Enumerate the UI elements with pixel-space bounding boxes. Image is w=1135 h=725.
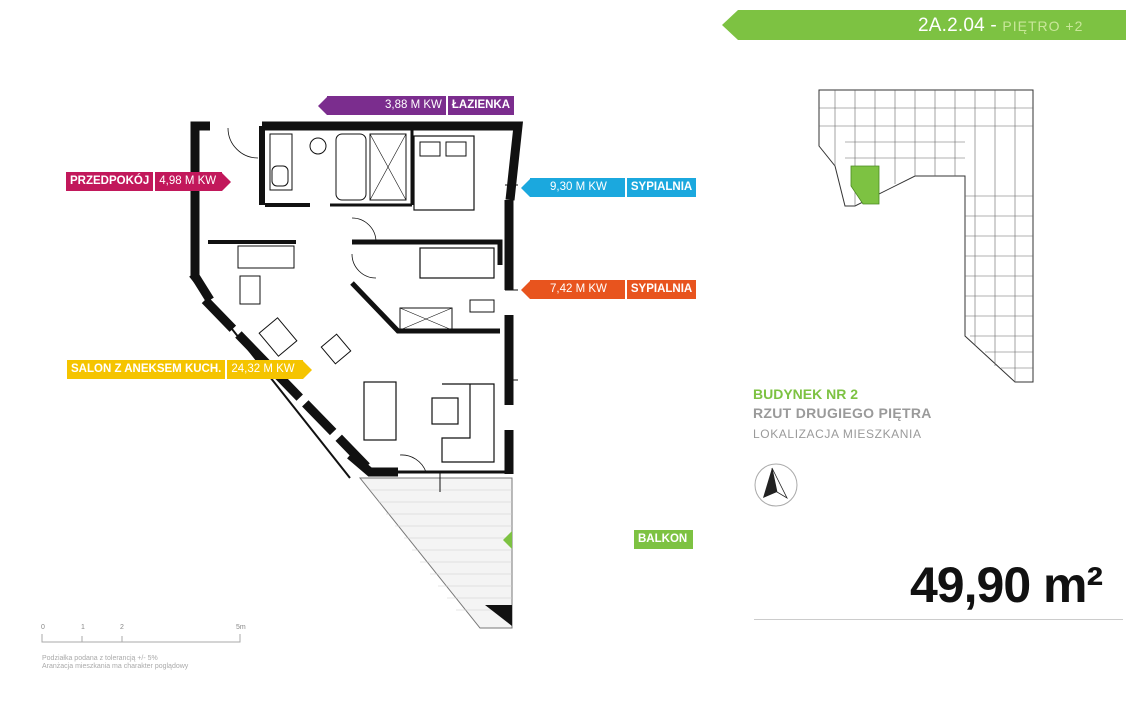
label-separator bbox=[624, 178, 627, 197]
room-label-lazienka: 3,88 M KW ŁAZIENKA bbox=[318, 96, 515, 115]
room-area: 3,88 M KW bbox=[327, 96, 446, 115]
north-arrow-icon bbox=[754, 463, 798, 507]
scale-tick-1: 1 bbox=[81, 624, 85, 631]
tolerance-note: Podziałka podana z tolerancją +/- 5% bbox=[42, 655, 158, 662]
header-tag-shape bbox=[722, 10, 1126, 40]
label-separator bbox=[225, 360, 228, 379]
scale-tick-2: 2 bbox=[120, 624, 124, 631]
label-separator bbox=[632, 530, 634, 549]
label-separator bbox=[153, 172, 156, 191]
scale-tick-5m: 5m bbox=[236, 624, 246, 631]
room-label-przedpokoj: PRZEDPOKÓJ 4,98 M KW bbox=[66, 172, 232, 191]
room-label-sypialnia-1: 9,30 M KW SYPIALNIA bbox=[521, 178, 697, 197]
unit-header-text: 2A.2.04 - PIĘTRO +2 bbox=[918, 15, 1083, 37]
total-area: 49,90 m² bbox=[910, 557, 1103, 613]
building-subtitle: RZUT DRUGIEGO PIĘTRA bbox=[753, 405, 932, 421]
room-area: 24,32 M KW bbox=[227, 360, 303, 379]
label-arrow bbox=[318, 96, 327, 115]
room-area: 9,30 M KW bbox=[530, 178, 625, 197]
unit-code: 2A.2.04 bbox=[918, 15, 985, 36]
room-label-sypialnia-2: 7,42 M KW SYPIALNIA bbox=[521, 280, 697, 299]
apartment-floor-plan bbox=[189, 121, 524, 629]
label-arrow bbox=[222, 172, 232, 191]
building-key-plan bbox=[818, 89, 1034, 383]
room-area: 4,98 M KW bbox=[155, 172, 223, 191]
unit-dash: - bbox=[990, 15, 997, 36]
label-separator bbox=[624, 280, 627, 299]
floor-label: PIĘTRO +2 bbox=[1002, 18, 1084, 34]
room-name: SYPIALNIA bbox=[626, 280, 697, 299]
area-divider bbox=[754, 619, 1123, 620]
unit-header-tag: 2A.2.04 - PIĘTRO +2 bbox=[722, 10, 1126, 40]
room-name: SALON Z ANEKSEM KUCH. bbox=[67, 360, 226, 379]
arrangement-note: Aranżacja mieszkania ma charakter pogląd… bbox=[42, 663, 189, 670]
scale-bar bbox=[41, 634, 241, 643]
building-caption: LOKALIZACJA MIESZKANIA bbox=[753, 427, 922, 441]
room-name: SYPIALNIA bbox=[626, 178, 697, 197]
label-arrow bbox=[302, 360, 312, 379]
room-name: PRZEDPOKÓJ bbox=[66, 172, 154, 191]
room-name: ŁAZIENKA bbox=[447, 96, 515, 115]
label-arrow bbox=[503, 530, 512, 549]
label-arrow bbox=[521, 280, 530, 299]
label-arrow bbox=[521, 178, 530, 197]
room-area: 7,42 M KW bbox=[530, 280, 625, 299]
room-label-salon: SALON Z ANEKSEM KUCH. 24,32 M KW bbox=[67, 360, 312, 379]
room-name: BALKON bbox=[634, 530, 694, 549]
scale-tick-0: 0 bbox=[41, 624, 45, 631]
building-title: BUDYNEK NR 2 bbox=[753, 386, 859, 402]
label-separator bbox=[445, 96, 448, 115]
room-label-balkon: BALKON bbox=[503, 530, 694, 549]
apartment-location-highlight bbox=[850, 165, 880, 205]
